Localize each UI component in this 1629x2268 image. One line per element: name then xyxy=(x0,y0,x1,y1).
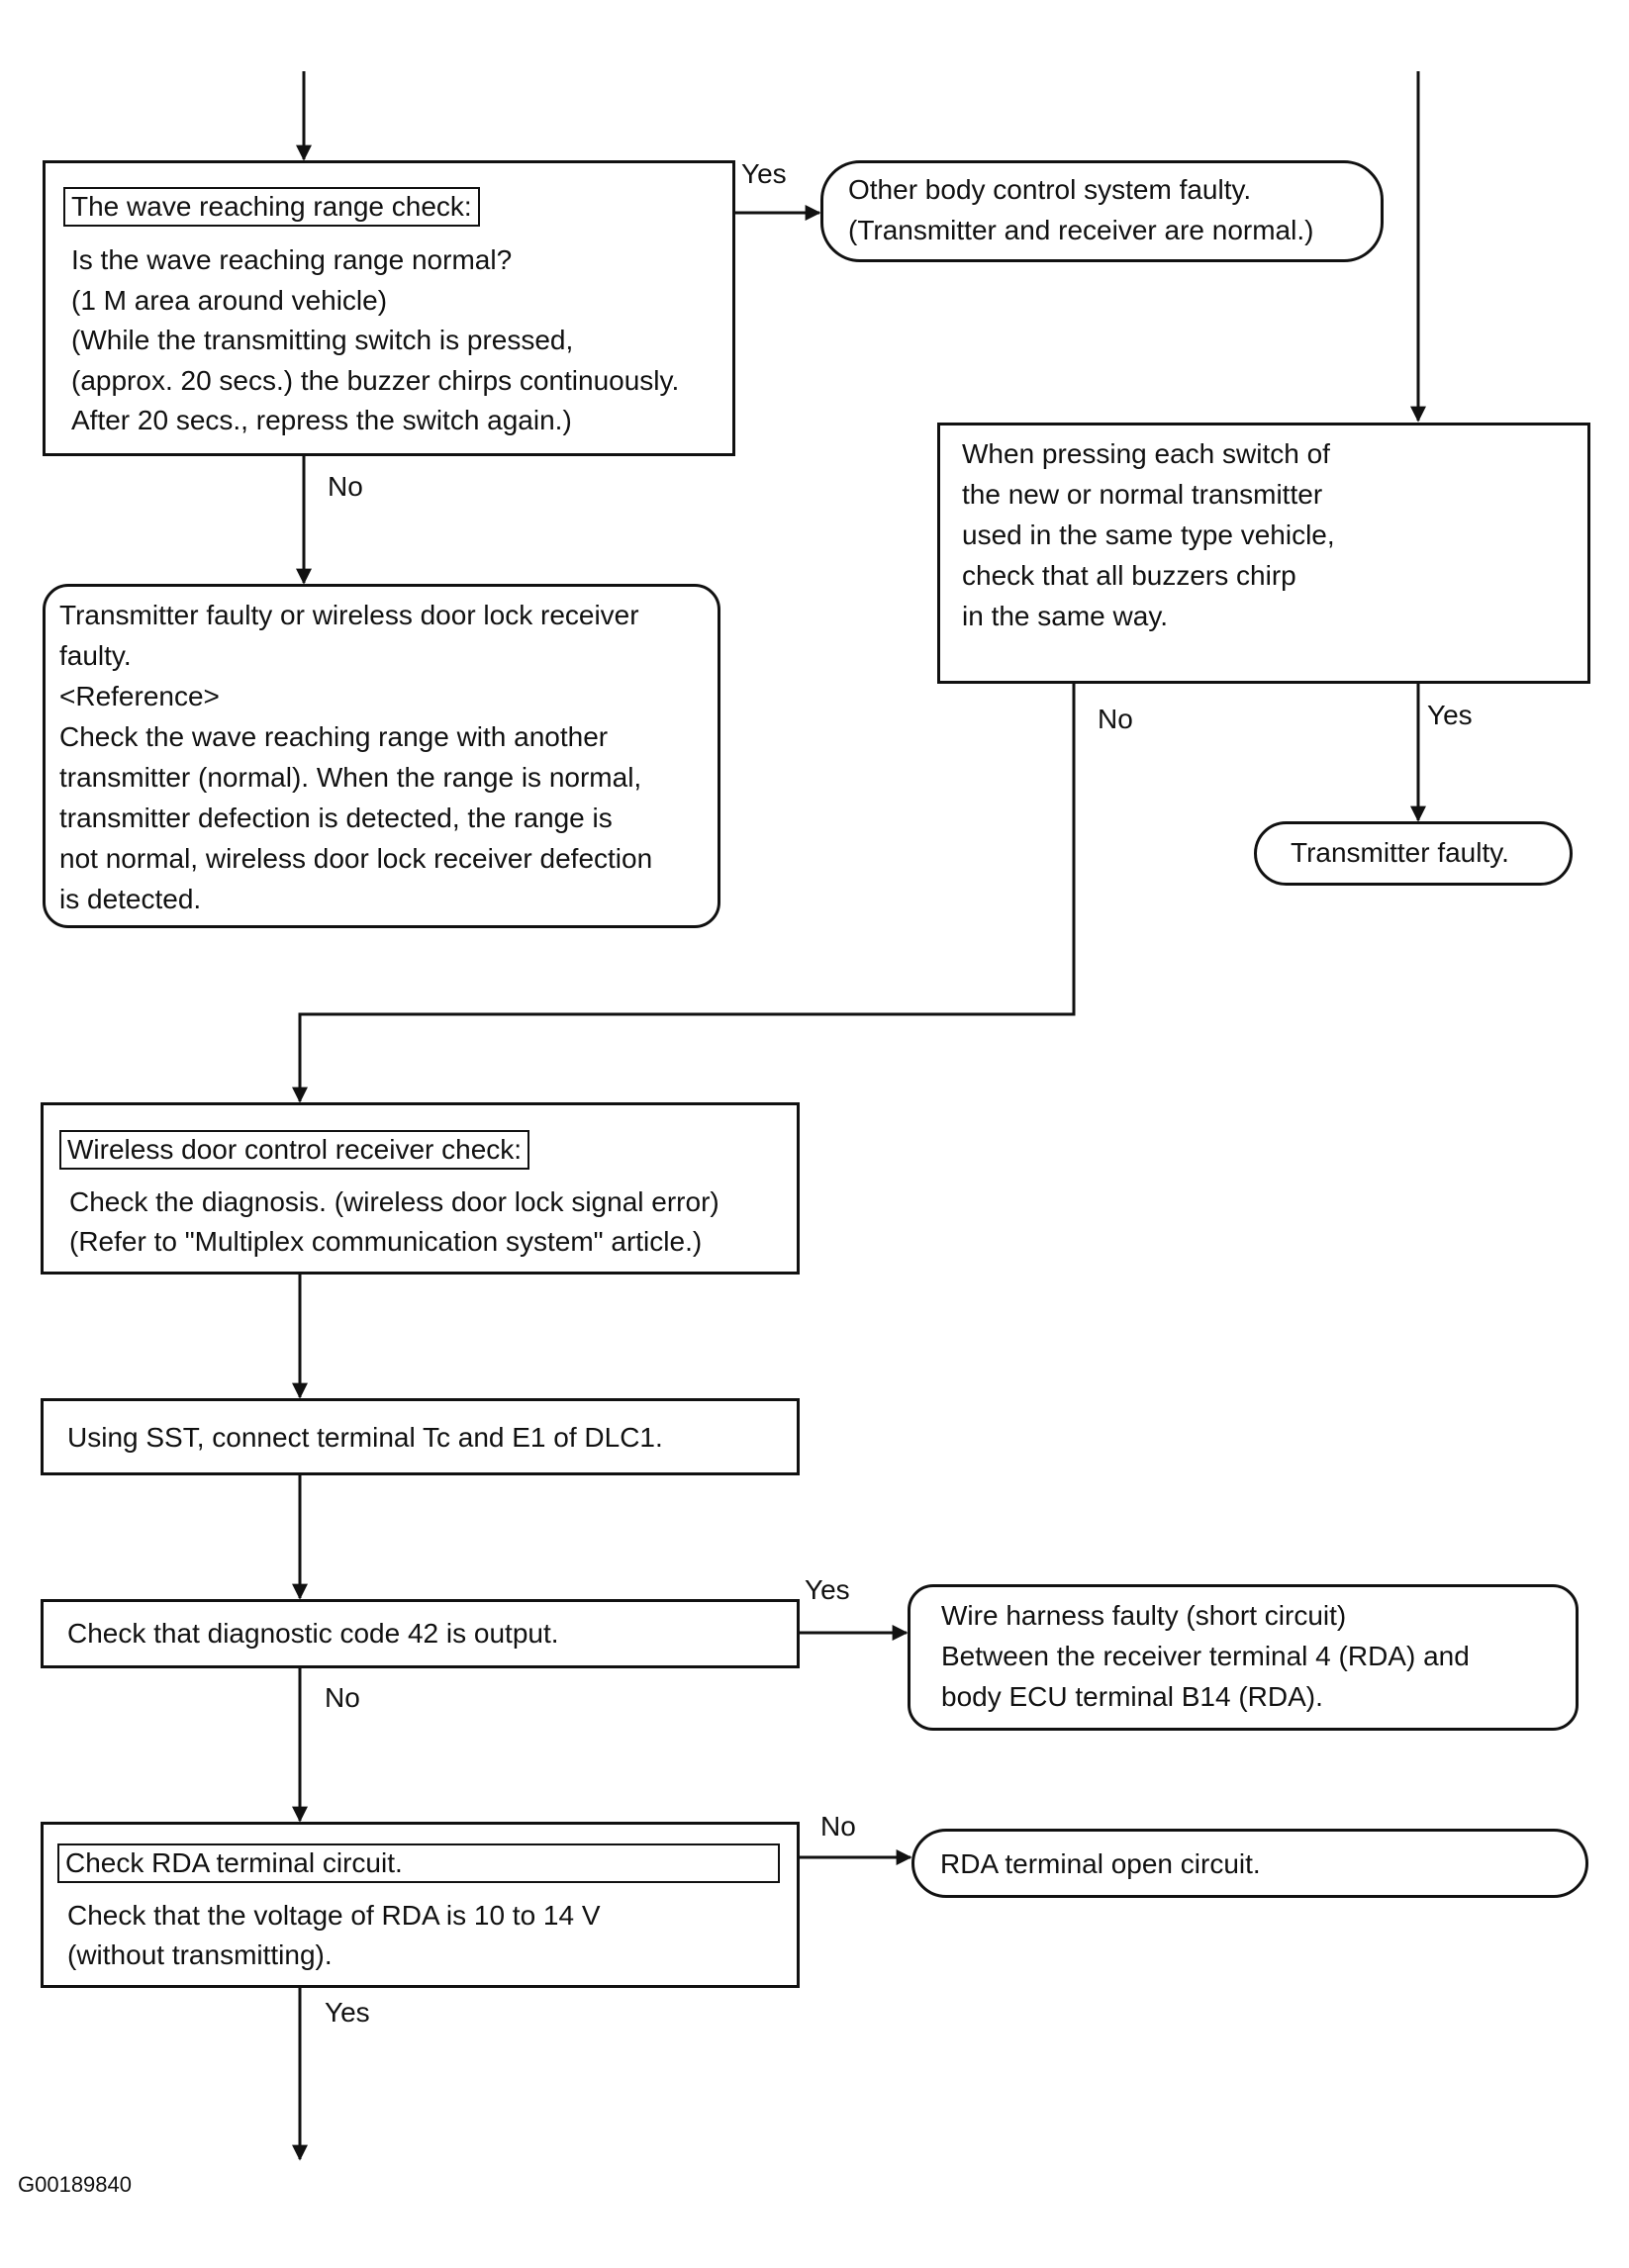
tx-rx-faulty-line: transmitter defection is detected, the r… xyxy=(59,803,613,833)
other-body-control-line: (Transmitter and receiver are normal.) xyxy=(848,215,1314,245)
rda-terminal-check-line: (without transmitting). xyxy=(67,1939,333,1970)
branch-label-yes: Yes xyxy=(325,1997,370,2028)
tx-rx-faulty-line: <Reference> xyxy=(59,681,220,711)
wire-harness-line: Between the receiver terminal 4 (RDA) an… xyxy=(941,1641,1470,1671)
switch-check-line: the new or normal transmitter xyxy=(962,479,1323,510)
sst-connect-text: Using SST, connect terminal Tc and E1 of… xyxy=(67,1422,663,1453)
wire-harness-line: Wire harness faulty (short circuit) xyxy=(941,1600,1347,1631)
diagnostic-code-text: Check that diagnostic code 42 is output. xyxy=(67,1618,559,1649)
figure-code: G00189840 xyxy=(18,2172,132,2197)
receiver-check-line: Check the diagnosis. (wireless door lock… xyxy=(69,1186,719,1217)
transmitter-receiver-faulty-result xyxy=(43,584,720,928)
tx-rx-faulty-line: not normal, wireless door lock receiver … xyxy=(59,843,653,874)
tx-rx-faulty-line: faulty. xyxy=(59,640,132,671)
branch-label-yes: Yes xyxy=(741,158,787,189)
switch-check-line: used in the same type vehicle, xyxy=(962,520,1335,550)
switch-check-line: When pressing each switch of xyxy=(962,438,1330,469)
branch-label-yes: Yes xyxy=(1427,700,1473,730)
switch-check-box xyxy=(937,423,1590,684)
other-body-control-line: Other body control system faulty. xyxy=(848,174,1252,205)
rda-open-circuit-result xyxy=(911,1829,1588,1898)
receiver-check-line: (Refer to "Multiplex communication syste… xyxy=(69,1226,703,1257)
sst-connect-step xyxy=(41,1398,800,1475)
wave-range-check-line: (1 M area around vehicle) xyxy=(71,285,388,316)
branch-label-yes: Yes xyxy=(805,1574,850,1605)
rda-terminal-check-header: Check RDA terminal circuit. xyxy=(57,1843,780,1883)
rda-terminal-check-line: Check that the voltage of RDA is 10 to 1… xyxy=(67,1900,601,1931)
tx-rx-faulty-line: is detected. xyxy=(59,884,202,914)
tx-rx-faulty-line: transmitter (normal). When the range is … xyxy=(59,762,642,793)
wire-harness-line: body ECU terminal B14 (RDA). xyxy=(941,1681,1323,1712)
transmitter-faulty-result xyxy=(1254,821,1573,886)
tx-rx-faulty-line: Check the wave reaching range with anoth… xyxy=(59,721,609,752)
branch-label-no: No xyxy=(820,1811,856,1842)
arrow-switch-no xyxy=(292,684,1076,1103)
receiver-check-header: Wireless door control receiver check: xyxy=(59,1130,530,1170)
wave-range-check-header: The wave reaching range check: xyxy=(63,187,480,227)
switch-check-line: in the same way. xyxy=(962,601,1169,631)
branch-label-no: No xyxy=(328,471,363,502)
diagnostic-code-check xyxy=(41,1599,800,1668)
branch-label-no: No xyxy=(1098,704,1133,734)
wave-range-check-line: Is the wave reaching range normal? xyxy=(71,244,513,275)
switch-check-line: check that all buzzers chirp xyxy=(962,560,1296,591)
wave-range-check-line: (approx. 20 secs.) the buzzer chirps con… xyxy=(71,365,680,396)
branch-label-no: No xyxy=(325,1682,360,1713)
wave-range-check-line: After 20 secs., repress the switch again… xyxy=(71,405,572,435)
transmitter-faulty-text: Transmitter faulty. xyxy=(1291,837,1509,868)
wire-harness-faulty-result xyxy=(908,1584,1579,1731)
other-body-control-result xyxy=(820,160,1384,262)
wave-range-check-line: (While the transmitting switch is presse… xyxy=(71,325,574,355)
rda-open-circuit-text: RDA terminal open circuit. xyxy=(940,1848,1261,1879)
tx-rx-faulty-line: Transmitter faulty or wireless door lock… xyxy=(59,600,639,630)
